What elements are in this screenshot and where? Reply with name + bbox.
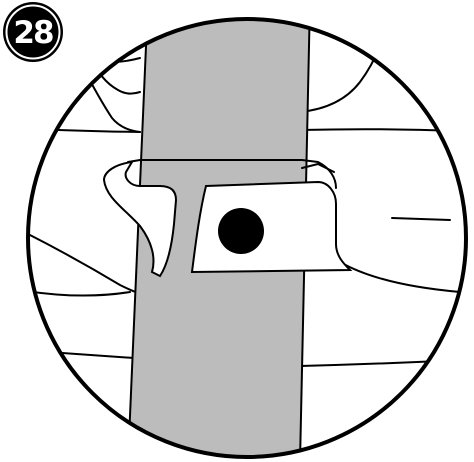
- buckle-tab: [192, 182, 350, 272]
- snap-button: [218, 208, 264, 254]
- detail-view: [20, 0, 460, 462]
- step-number: 28: [13, 15, 53, 51]
- step-badge: 28: [3, 2, 63, 62]
